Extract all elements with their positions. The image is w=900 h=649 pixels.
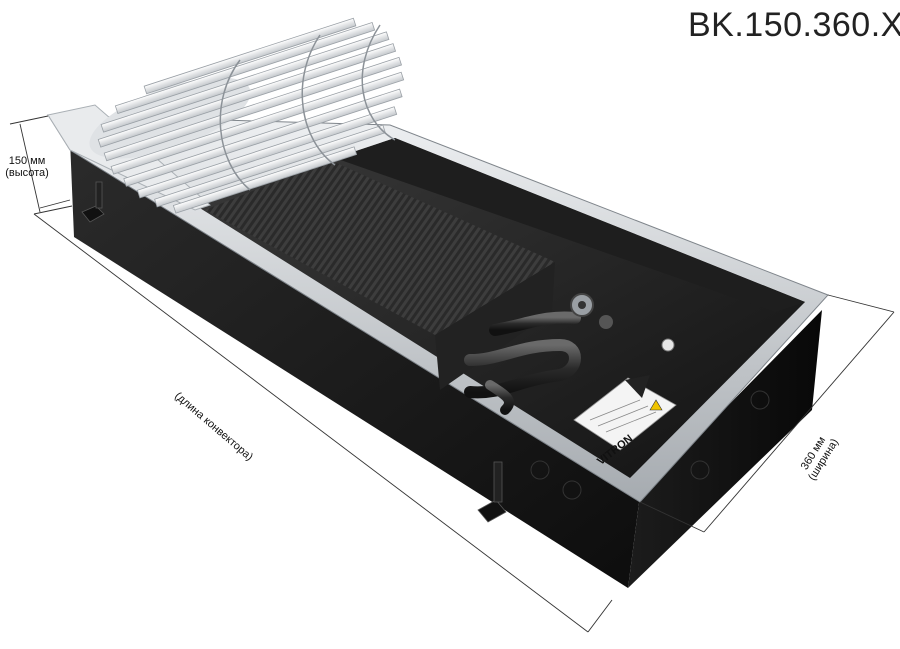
rolled-grille [47, 17, 405, 214]
height-caption: (высота) [5, 167, 49, 179]
trough-back-wall [335, 138, 805, 312]
heat-exchanger-top [205, 160, 555, 335]
connection-pipes [464, 293, 675, 415]
knockout-holes [530, 390, 770, 500]
dimension-lines [9, 115, 895, 633]
height-dimension-label: 150 мм (высота) [2, 155, 52, 179]
housing-end-side [628, 310, 822, 588]
mounting-brackets [81, 181, 507, 523]
model-code-title: BK.150.360.X [688, 6, 900, 44]
height-value: 150 мм [8, 155, 46, 167]
warning-label [573, 375, 677, 451]
